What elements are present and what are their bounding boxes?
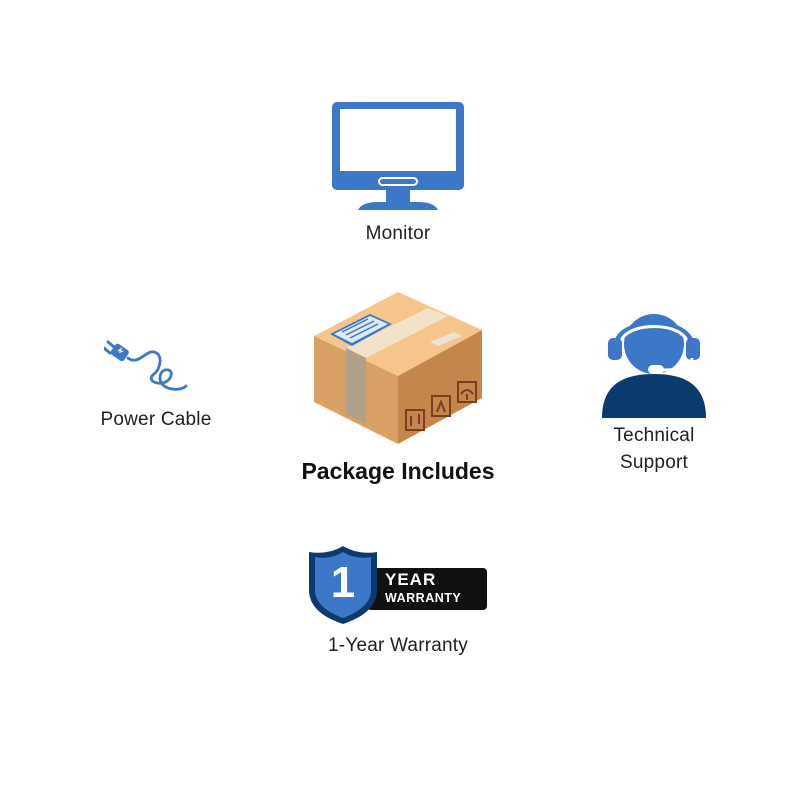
package-item: Package Includes	[278, 290, 518, 485]
monitor-icon	[328, 98, 468, 214]
warranty-badge-line1: YEAR	[385, 570, 437, 589]
warranty-item: 1 YEAR WARRANTY 1-Year Warranty	[300, 544, 496, 659]
power-cable-label: Power Cable	[100, 409, 212, 430]
box-icon	[312, 290, 484, 446]
power-cable-item: Power Cable	[88, 336, 224, 433]
monitor-label: Monitor	[365, 223, 431, 244]
technical-support-item: Technical Support	[584, 300, 724, 476]
power-plug-icon	[104, 336, 204, 396]
warranty-shield-icon: 1 YEAR WARRANTY	[307, 544, 489, 624]
package-title: Package Includes	[301, 458, 495, 484]
technical-support-label-line2: Support	[620, 452, 688, 473]
warranty-badge-number: 1	[330, 558, 356, 607]
warranty-label: 1-Year Warranty	[328, 635, 468, 656]
warranty-badge-line2: WARRANTY	[385, 591, 462, 605]
headset-support-icon	[600, 300, 708, 418]
monitor-item: Monitor	[300, 98, 496, 247]
technical-support-label-line1: Technical	[613, 425, 695, 446]
